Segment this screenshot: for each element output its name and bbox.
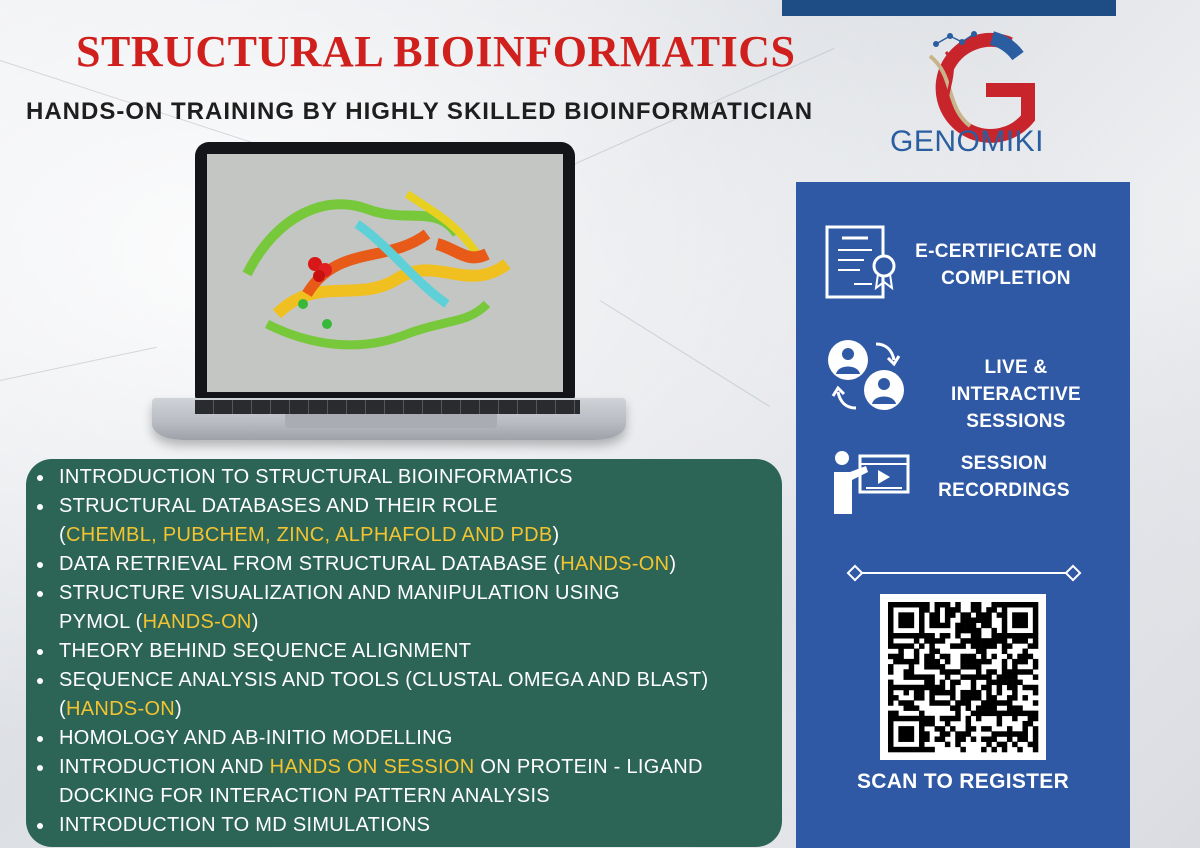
presentation-icon — [834, 451, 910, 514]
genomiki-logo-icon — [928, 31, 1035, 143]
laptop-keyboard — [195, 400, 580, 414]
topic-item: INTRODUCTION TO STRUCTURAL BIOINFORMATIC… — [37, 463, 573, 492]
certificate-icon — [825, 225, 896, 299]
topic-item: DATA RETRIEVAL FROM STRUCTURAL DATABASE … — [36, 550, 676, 579]
topic-item: STRUCTURE VISUALIZATION AND MANIPULATION… — [37, 579, 620, 608]
topic-item: STRUCTURAL DATABASES AND THEIR ROLE — [37, 492, 498, 521]
page-subtitle: HANDS-ON TRAINING BY HIGHLY SKILLED BIOI… — [26, 98, 814, 125]
interaction-icon — [828, 340, 904, 410]
topic-item: INTRODUCTION TO MD SIMULATIONS — [36, 811, 430, 840]
marble-vein — [0, 346, 157, 381]
laptop-illustration — [195, 142, 575, 400]
topic-item: THEORY BEHIND SEQUENCE ALIGNMENT — [36, 637, 471, 666]
topic-item: INTRODUCTION AND HANDS ON SESSION ON PRO… — [37, 753, 703, 782]
topic-item-continued: DOCKING FOR INTERACTION PATTERN ANALYSIS — [59, 785, 550, 807]
logo-text: GENOMIKI — [890, 125, 1045, 158]
qr-code-icon — [888, 602, 1039, 753]
registration-qr-code[interactable] — [880, 594, 1046, 760]
topic-item-continued: PYMOL (HANDS-ON) — [59, 611, 259, 633]
divider-line — [846, 564, 1082, 582]
topics-panel: INTRODUCTION TO STRUCTURAL BIOINFORMATIC… — [26, 459, 782, 847]
scan-to-register-label: SCAN TO REGISTER — [856, 770, 1070, 793]
topic-item-continued: (CHEMBL, PUBCHEM, ZINC, ALPHAFOLD AND PD… — [59, 524, 560, 546]
laptop-trackpad — [285, 414, 497, 428]
protein-structure-image — [242, 190, 511, 350]
laptop-screen — [207, 154, 563, 392]
top-accent-bar — [782, 0, 1116, 16]
topic-item: SEQUENCE ANALYSIS AND TOOLS (CLUSTAL OME… — [36, 666, 708, 695]
topic-item: HOMOLOGY AND AB-INITIO MODELLING — [37, 724, 453, 753]
page-title: STRUCTURAL BIOINFORMATICS — [76, 27, 796, 76]
topic-item-continued: (HANDS-ON) — [59, 698, 183, 720]
marble-vein — [599, 300, 770, 407]
